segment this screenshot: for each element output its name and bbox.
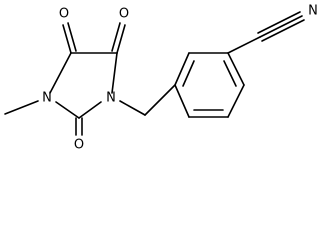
chemical-structure: O O N N O N	[4, 4, 318, 153]
bond-ar1-ar2	[174, 52, 190, 86]
bond-n3-c4	[49, 52, 72, 94]
atom-n-benzyl: N	[106, 91, 116, 106]
bond-n1-c2	[78, 101, 102, 119]
bond-ar-inner-2	[223, 60, 237, 87]
bond-c2-n3	[55, 101, 80, 119]
atom-o-top-right: O	[119, 7, 129, 22]
bond-c4-o-a	[62, 24, 72, 54]
bond-ar3-ar4	[227, 52, 245, 86]
bond-c5-n1	[111, 52, 118, 94]
atom-o-top-left: O	[59, 7, 69, 22]
bond-cn-triple-c	[261, 19, 305, 42]
bond-n1-ch2	[119, 100, 146, 116]
bond-c4-o-b	[67, 22, 77, 52]
bond-ar6-ar1	[174, 84, 190, 118]
bond-n3-methyl	[4, 100, 39, 115]
atom-o-bottom: O	[74, 138, 84, 153]
bond-ar4-ar5	[227, 84, 245, 118]
bond-ch2-ring	[144, 84, 176, 116]
bond-cn-triple-b	[259, 15, 303, 38]
bond-c5-o-a	[116, 24, 126, 54]
bond-c5-o-b	[111, 22, 121, 52]
bond-lines	[4, 11, 305, 136]
atom-n-nitrile: N	[308, 4, 318, 19]
bond-ar-inner-1	[182, 60, 195, 87]
bond-ar-cn	[227, 36, 261, 54]
bond-cn-triple-a	[257, 11, 301, 34]
atom-n-methyl: N	[42, 91, 52, 106]
atom-labels: O O N N O N	[42, 4, 318, 153]
